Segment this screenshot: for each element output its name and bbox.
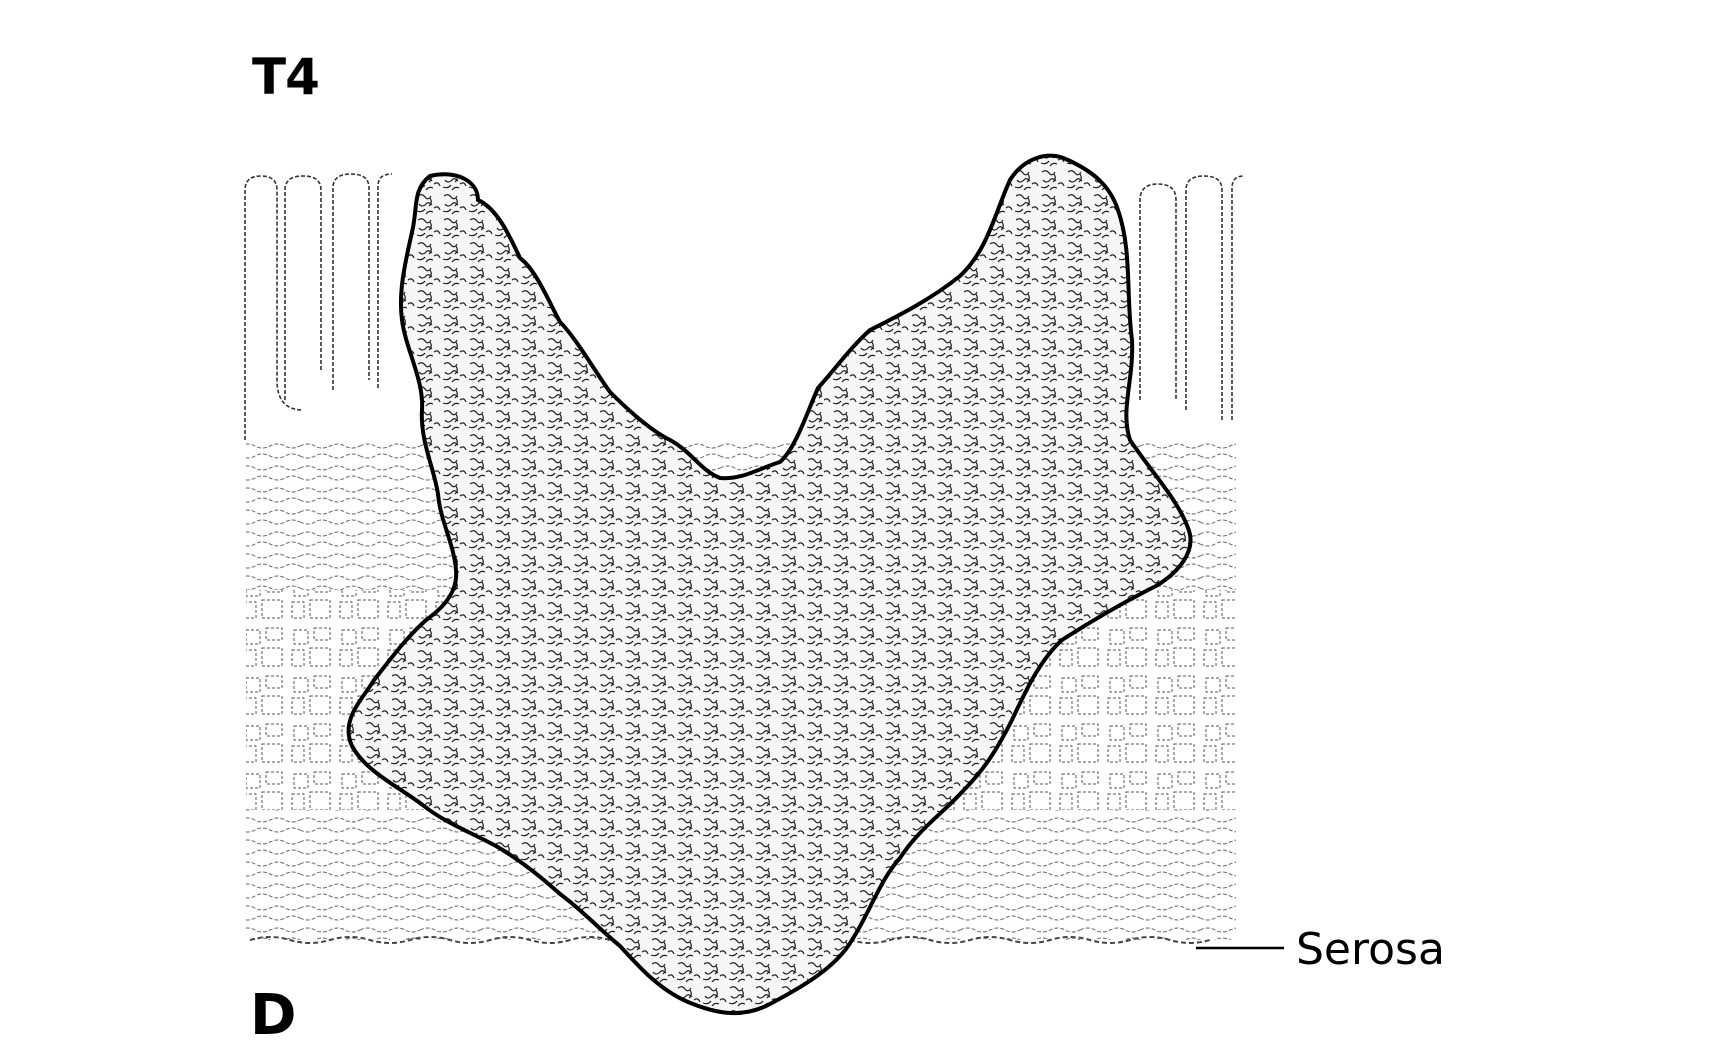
mucosa-villi xyxy=(244,173,1245,440)
stage-label: T4 xyxy=(252,48,320,106)
tumor-mass xyxy=(346,153,1193,1016)
serosa-label: Serosa xyxy=(1296,924,1445,975)
serosa-layer xyxy=(249,936,1211,944)
panel-label: D xyxy=(250,983,297,1048)
